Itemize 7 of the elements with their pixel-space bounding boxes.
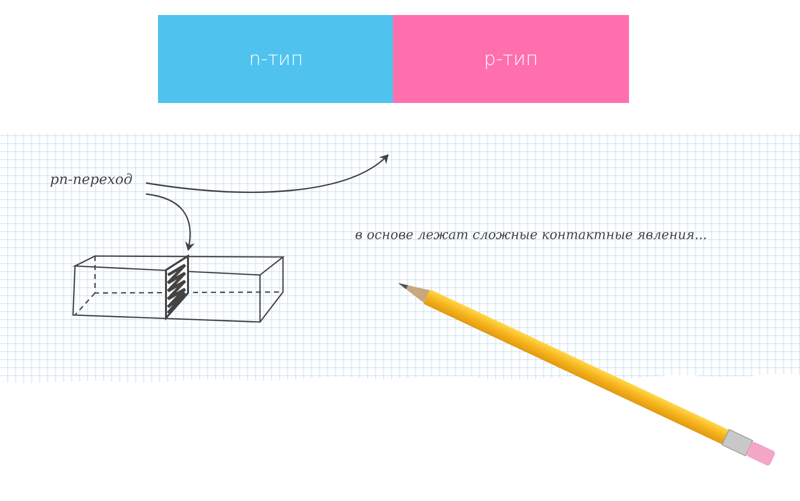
note-text: в основе лежат сложные контактные явления... <box>355 228 708 243</box>
p-type-band: p-тип <box>393 15 629 103</box>
junction-drawing <box>163 253 191 321</box>
curved-arrow <box>146 154 389 193</box>
curved-arrow <box>146 193 194 251</box>
n-type-band: n-тип <box>158 15 394 103</box>
junction-label: pn-переход <box>50 172 142 194</box>
